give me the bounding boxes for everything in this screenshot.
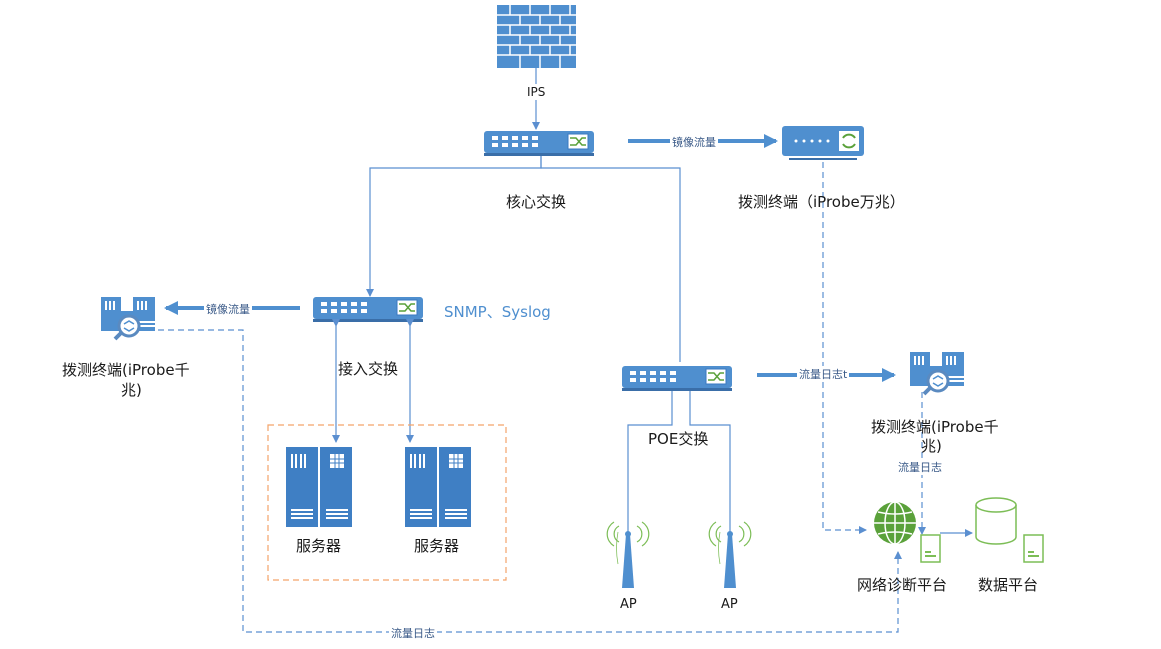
probe-10g-icon — [782, 126, 864, 160]
database-icon — [975, 497, 1017, 545]
core-switch-icon — [483, 130, 595, 157]
probe-1g-right-label-2: 兆) — [921, 437, 942, 455]
net-platform-label: 网络诊断平台 — [857, 576, 948, 594]
edge-label-mirror-top: 镜像流量 — [670, 134, 718, 150]
server1-icon — [285, 446, 353, 528]
server2-icon — [404, 446, 472, 528]
edge-label-flowlog-vertical: 流量日志 — [896, 459, 944, 475]
access-switch-label: 接入交换 — [338, 360, 399, 378]
poe-switch-icon — [621, 365, 733, 392]
firewall-icon — [497, 5, 576, 68]
link-core-poe — [540, 156, 681, 362]
edge-label-flowlog-bottom: 流量日志 — [389, 625, 437, 641]
server-group-box — [267, 424, 507, 581]
probe-10g-label: 拨测终端（iProbe万兆） — [738, 193, 905, 211]
data-platform-label: 数据平台 — [978, 576, 1039, 594]
probe-1g-right-label-1: 拨测终端(iProbe千 — [871, 418, 999, 436]
link-10g-platform — [822, 162, 867, 534]
probe-1g-right-icon — [908, 350, 966, 396]
link-core-access — [366, 156, 542, 297]
edge-label-flowlog-right-suffix: t — [843, 368, 848, 381]
link-poe-ap2 — [689, 391, 731, 540]
platform-server-icon — [920, 534, 941, 563]
probe-1g-left-label-1: 拨测终端(iProbe千 — [62, 361, 190, 379]
core-switch-label: 核心交换 — [506, 193, 567, 211]
globe-icon — [874, 501, 916, 545]
link-poe-ap1 — [627, 391, 673, 540]
edge-label-flowlog-right-text: 流量日志 — [799, 368, 843, 381]
ap1-icon — [606, 521, 650, 589]
server2-label: 服务器 — [414, 537, 460, 555]
server1-label: 服务器 — [296, 537, 342, 555]
snmp-label: SNMP、Syslog — [444, 303, 551, 321]
ap1-label: AP — [620, 597, 637, 612]
data-server-icon — [1023, 534, 1044, 563]
ap2-icon — [708, 521, 752, 589]
probe-1g-left-label-2: 兆) — [121, 381, 142, 399]
access-switch-icon — [312, 296, 424, 323]
ips-label: IPS — [527, 85, 546, 99]
probe-1g-left-icon — [99, 295, 157, 341]
poe-switch-label: POE交换 — [648, 430, 709, 448]
edge-label-mirror-left: 镜像流量 — [204, 301, 252, 317]
edge-label-flowlog-right: 流量日志t — [797, 366, 850, 382]
ap2-label: AP — [721, 597, 738, 612]
